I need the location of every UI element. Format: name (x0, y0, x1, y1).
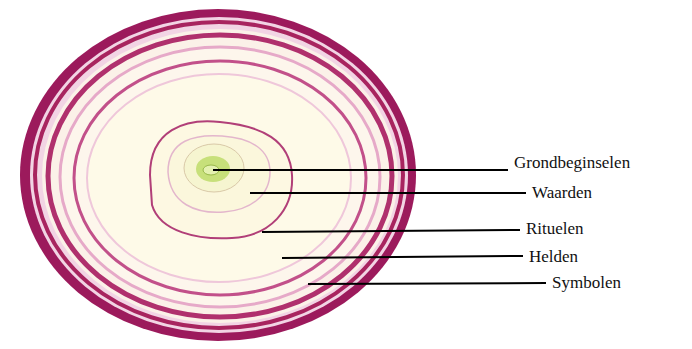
onion-ring (150, 121, 292, 238)
layer-label: Helden (529, 247, 578, 267)
layer-label: Rituelen (526, 219, 584, 239)
onion-ring (35, 22, 403, 328)
layer-label: Symbolen (552, 273, 621, 293)
leader-line (262, 230, 520, 232)
onion-layer (30, 17, 408, 333)
leader-line (282, 256, 523, 258)
onion-ring (168, 136, 270, 213)
onion-ring (74, 61, 366, 295)
onion-ring (48, 35, 392, 317)
layer-label: Waarden (532, 183, 592, 203)
onion-layer (42, 29, 398, 323)
onion-skin (20, 9, 416, 341)
leader-line (213, 169, 508, 171)
leader-line (308, 283, 546, 284)
leader-line (250, 192, 526, 194)
onion-ring (87, 74, 351, 282)
onion-core-halo (184, 144, 244, 192)
layer-label: Grondbeginselen (514, 153, 630, 173)
onion-ring (60, 47, 380, 307)
